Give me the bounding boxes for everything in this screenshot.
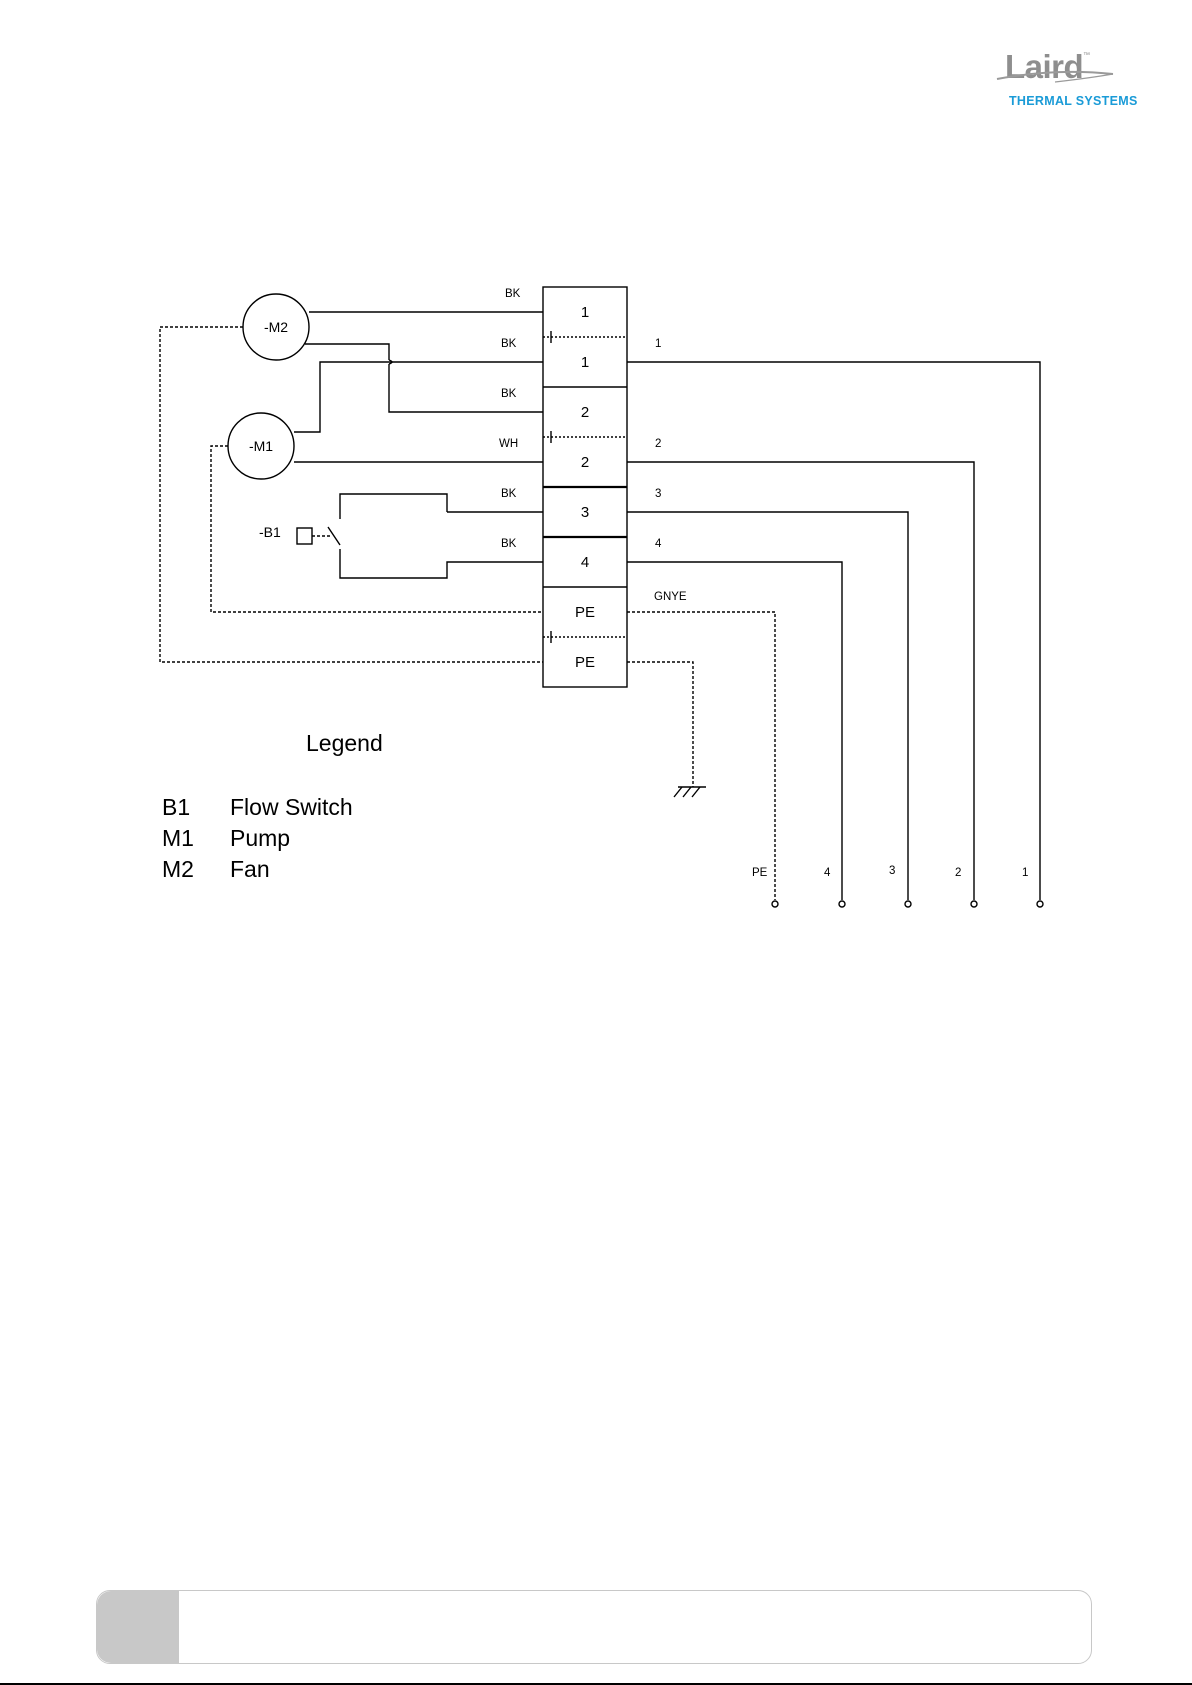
output-terminal-1 (1037, 901, 1043, 907)
output-label: 3 (889, 865, 895, 877)
wire-out-pe (627, 612, 775, 900)
ground-icon-hatch (692, 787, 700, 797)
legend-item: B1 Flow Switch (162, 794, 442, 822)
b1-label: -B1 (259, 524, 281, 540)
wire-number-label: 1 (655, 338, 661, 350)
wire-m2-2 (305, 344, 389, 360)
wire-color-label: BK (501, 388, 517, 400)
output-label: 2 (955, 867, 961, 879)
m2-label: -M2 (264, 319, 288, 335)
wire-color-label: BK (505, 288, 521, 300)
terminal-label: PE (575, 654, 595, 671)
wire-out-2 (627, 462, 974, 900)
wire-color-label: BK (501, 338, 517, 350)
wire-number-label: 4 (655, 538, 662, 550)
wire-b1-3 (340, 494, 447, 519)
wire-out-1 (627, 362, 1040, 900)
wire-color-label: WH (499, 438, 518, 450)
legend-code: B1 (162, 794, 190, 821)
ground-icon-hatch (683, 787, 691, 797)
output-terminal-pe (772, 901, 778, 907)
wire-out-3 (627, 512, 908, 900)
wire-number-label: 3 (655, 488, 661, 500)
legend-code: M2 (162, 856, 194, 883)
wire-color-label: BK (501, 488, 517, 500)
wire-color-label: BK (501, 538, 517, 550)
ground-wire-color-label: GNYE (654, 591, 687, 603)
output-label: 1 (1022, 867, 1028, 879)
output-terminal-3 (905, 901, 911, 907)
terminal-label: PE (575, 604, 595, 621)
wire-m2-2b (389, 364, 543, 412)
legend-item: M2 Fan (162, 856, 442, 884)
wire-number-label: 2 (655, 438, 661, 450)
terminal-label: 1 (581, 354, 589, 371)
ground-icon-hatch (674, 787, 682, 797)
wire-b1-4 (340, 549, 543, 578)
output-terminal-2 (971, 901, 977, 907)
legend-code: M1 (162, 825, 194, 852)
terminal-label: 4 (581, 554, 589, 571)
terminal-label: 2 (581, 454, 589, 471)
wire-ground (627, 662, 693, 787)
m1-label: -M1 (249, 438, 273, 454)
terminal-label: 2 (581, 404, 589, 421)
switch-actuator (297, 528, 312, 544)
legend-description: Pump (230, 825, 290, 852)
legend-description: Flow Switch (230, 794, 353, 821)
output-label: 4 (824, 867, 831, 879)
terminal-label: 3 (581, 504, 589, 521)
legend-title: Legend (306, 730, 383, 757)
legend: Legend B1 Flow Switch M1 Pump M2 Fan (160, 730, 460, 890)
terminal-label: 1 (581, 304, 589, 321)
output-terminal-4 (839, 901, 845, 907)
legend-item: M1 Pump (162, 825, 442, 853)
legend-description: Fan (230, 856, 270, 883)
output-label: PE (752, 867, 768, 879)
footer-tab (97, 1591, 179, 1663)
page-footer (96, 1590, 1092, 1664)
